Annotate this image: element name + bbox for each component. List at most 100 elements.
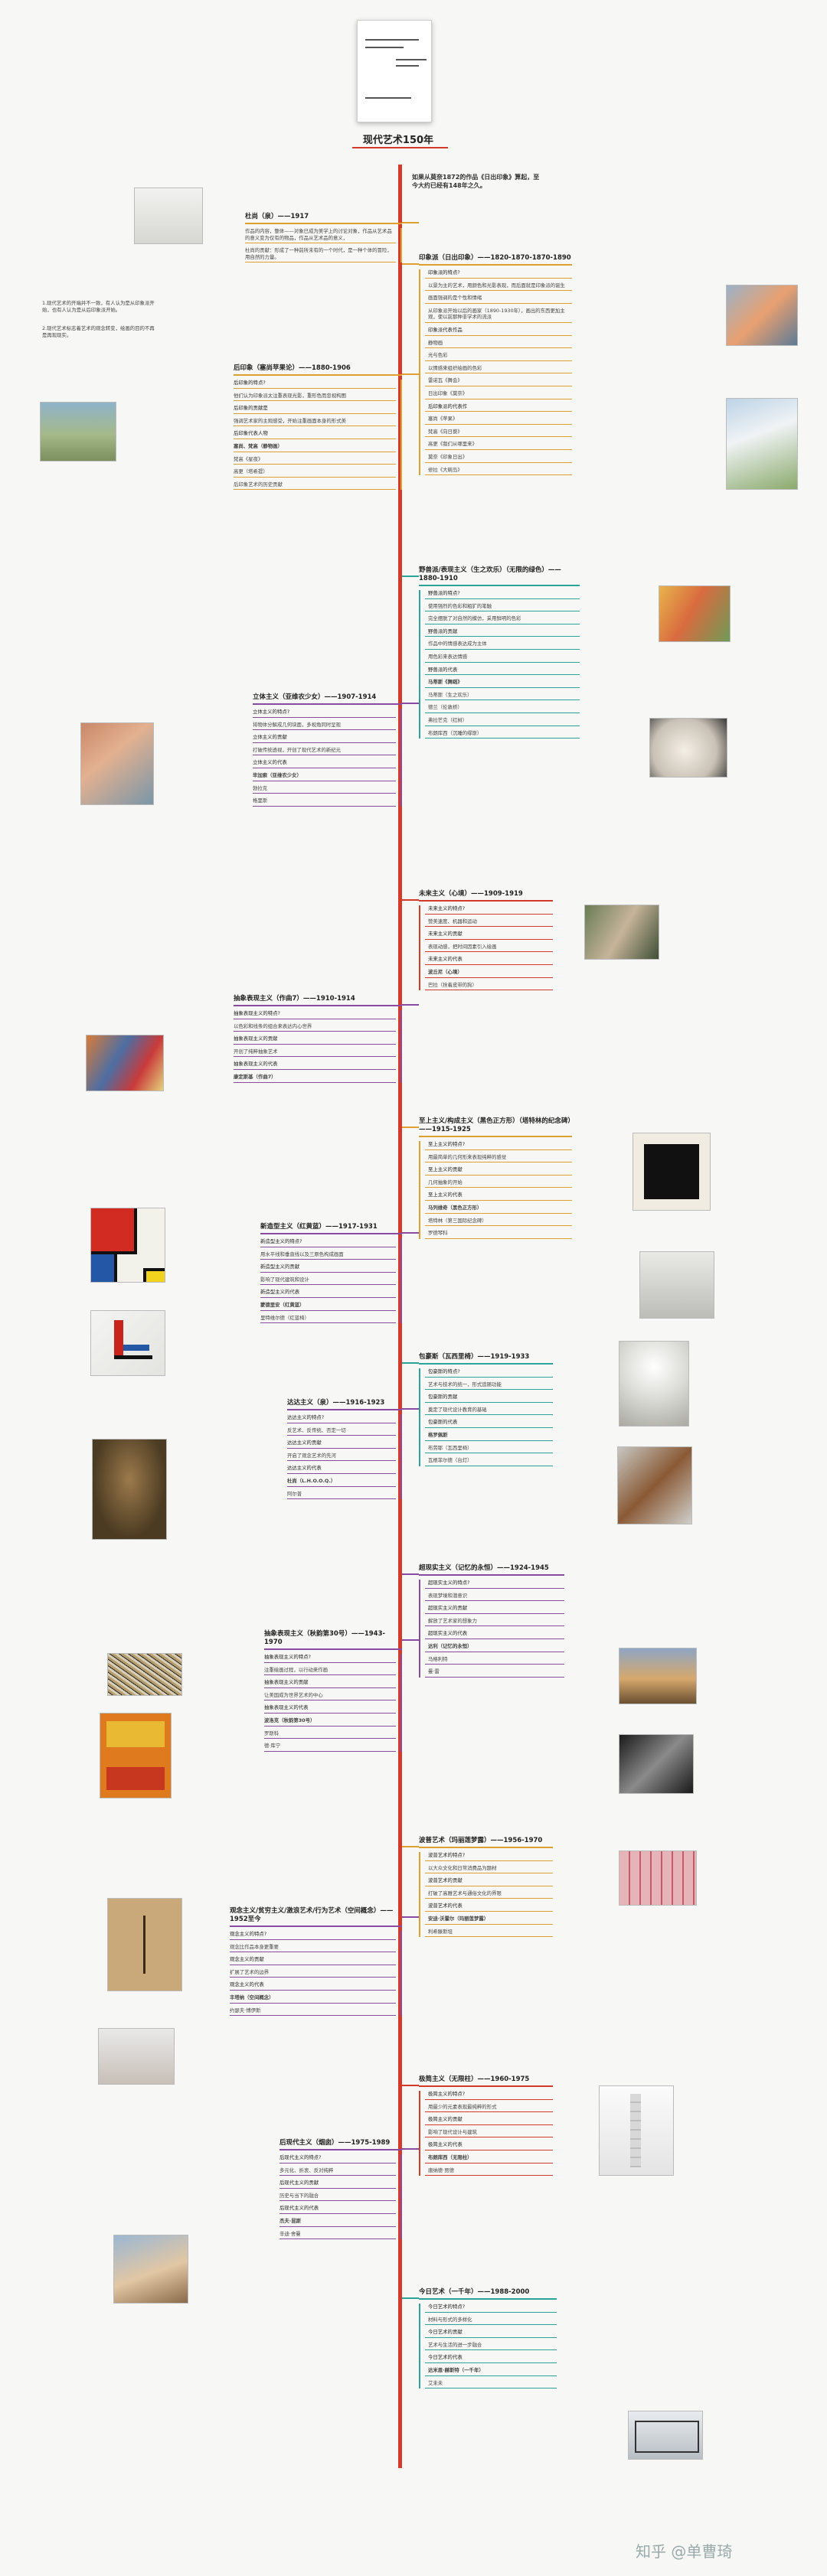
black-square-image	[633, 1133, 711, 1211]
branch-item: 修拉《大碗岛》	[425, 467, 572, 476]
branch-title: 至上主义/构成主义（黑色正方形）（塔特林的纪念碑）——1915-1925	[419, 1117, 572, 1137]
branch-connector	[402, 1408, 419, 1410]
branch-question: 波普艺术的特点?	[425, 1852, 553, 1861]
branch-question: 后现代主义的代表	[279, 2205, 396, 2214]
branch-item: 强调艺术家的主观感受，开始注重画面本身的形式美	[234, 418, 396, 427]
red-yellow-blue-image	[90, 1208, 165, 1283]
branch-question: 观念主义的特点?	[230, 1931, 396, 1940]
branch-title: 立体主义（亚维农少女）——1907-1914	[253, 693, 402, 705]
composition-vii-image	[86, 1035, 164, 1091]
timeline-trunk	[398, 165, 402, 2468]
branch-item: 静物画	[425, 340, 572, 349]
branch-question: 达达主义的特点?	[287, 1414, 396, 1423]
branch-item: 约瑟夫·博伊斯	[230, 2007, 396, 2017]
branch-question: 超现实主义的特点?	[425, 1580, 564, 1589]
branch-17: 今日艺术（一千年）——1988-2000 今日艺术的特点?材料与形式的多样化今日艺…	[402, 2288, 557, 2392]
side-note: 2.现代艺术标志着艺术的观念转变，绘画的目的不再是再现现实。	[42, 325, 155, 338]
watermark: 知乎 @单曹琦	[636, 2542, 733, 2561]
branch-connector	[402, 1846, 419, 1847]
branch-connector	[402, 2085, 419, 2086]
branch-item: 利希滕斯坦	[425, 1929, 553, 1938]
branch-item: 马格利特	[425, 1656, 564, 1665]
branch-item: 毕加索（亚维农少女）	[253, 772, 396, 781]
autumn-rhythm-image	[107, 1653, 182, 1696]
branch-item: 日出印象《莫奈》	[425, 390, 572, 399]
branch-item: 以景为主的艺术，用颜色和光影表现，而后面就是印象派的诞生	[425, 282, 572, 292]
wall-corner-relief-image	[639, 1251, 714, 1319]
branch-item: 塞尚、梵高（静物画）	[234, 443, 396, 452]
branch-title: 波普艺术（玛丽莲梦露）——1956-1970	[419, 1837, 553, 1848]
branch-6: 抽象表现主义（作曲7）——1910-1914 抽象表现主义的特点?以色彩和线条的组…	[234, 995, 419, 1087]
branch-items: 作品的内容，整体——对象已成为美学上的讨论对象，作品从艺术品的意义变为仅有的物品…	[245, 228, 402, 263]
branch-14: 观念主义/贫穷主义/激浪艺术/行为艺术（空间概念）——1952至今观念主义的特点…	[230, 1907, 419, 2020]
spatial-concept-image	[107, 1898, 182, 1991]
branch-item: 光与色彩	[425, 352, 572, 361]
branch-items: 后印象的特点?他们认为印象派太注重表现光影，重形色而忽视构图后印象的贡献是强调艺…	[234, 380, 402, 491]
branch-question: 后印象的特点?	[234, 380, 396, 389]
branch-item: 观念比作品本身更重要	[230, 1944, 396, 1953]
states-of-mind-image	[584, 905, 659, 960]
branch-question: 观念主义的贡献	[230, 1956, 396, 1965]
branch-question: 野兽派的代表	[425, 667, 580, 676]
branch-items: 抽象表现主义的特点?以色彩和线条的组合来表达内心世界抽象表现主义的贡献开创了纯粹…	[234, 1010, 402, 1083]
branch-items: 后现代主义的特点?多元化、折衷、反对纯粹后现代主义的贡献历史与当下的融合后现代主…	[279, 2154, 402, 2240]
branch-title: 达达主义（泉）——1916-1923	[287, 1399, 402, 1410]
branch-item: 用最少的元素表现最纯粹的形式	[425, 2104, 553, 2113]
branch-item: 使用强烈的色彩和粗犷的笔触	[425, 603, 580, 612]
branch-question: 波普艺术的代表	[425, 1903, 553, 1912]
branch-question: 至上主义的特点?	[425, 1141, 572, 1150]
branch-item: 马蒂斯（生之欢乐）	[425, 692, 580, 701]
branch-item: 将物体分解成几何块面，多视角同时呈现	[253, 722, 396, 731]
branch-item: 达米恩·赫斯特（一千年）	[425, 2367, 557, 2376]
branch-question: 今日艺术的代表	[425, 2354, 557, 2363]
branch-title: 后现代主义（烟囱）——1975-1989	[279, 2139, 402, 2150]
branch-item: 几何抽象的开始	[425, 1179, 572, 1189]
branch-question: 包豪斯的贡献	[425, 1394, 553, 1403]
branch-items: 超现实主义的特点?表现梦境和潜意识超现实主义的贡献解放了艺术家的想象力超现实主义…	[419, 1580, 564, 1678]
branch-item: 后印象艺术的历史贡献	[234, 481, 396, 491]
branch-item: 艺术与生活的进一步融合	[425, 2342, 557, 2351]
branch-question: 抽象表现主义的贡献	[264, 1679, 396, 1688]
branch-title: 今日艺术（一千年）——1988-2000	[419, 2288, 557, 2300]
fountain-image	[134, 187, 203, 244]
branch-question: 立体主义的贡献	[253, 734, 396, 743]
branch-item: 康定斯基（作曲7）	[234, 1074, 396, 1083]
branch-items: 今日艺术的特点?材料与形式的多样化今日艺术的贡献艺术与生活的进一步融合今日艺术的…	[419, 2304, 557, 2389]
branch-item: 以情感来组织绘画的色彩	[425, 365, 572, 374]
branch-title: 抽象表现主义（秋韵第30号）——1943-1970	[264, 1630, 402, 1650]
branch-item: 开创了纯粹抽象艺术	[234, 1048, 396, 1058]
branch-question: 未来主义的贡献	[425, 931, 553, 940]
branch-item: 梵高《向日葵》	[425, 429, 572, 438]
branch-item: 达利（记忆的永恒）	[425, 1643, 564, 1652]
branch-title: 印象派（日出印象）——1820-1870-1870-1890	[419, 254, 572, 266]
branch-connector	[402, 373, 419, 375]
branch-question: 至上主义的代表	[425, 1192, 572, 1201]
branch-title: 未来主义（心境）——1909-1919	[419, 890, 553, 902]
branch-item: 波洛克（秋韵第30号）	[264, 1717, 396, 1727]
red-blue-chair-image	[90, 1310, 165, 1376]
branch-items: 抽象表现主义的特点?注重绘画过程，以行动来作画抽象表现主义的贡献让美国成为世界艺…	[264, 1654, 402, 1752]
branch-item: 打破了高雅艺术与通俗文化的界限	[425, 1890, 553, 1899]
branch-title: 新造型主义（红黄蓝）——1917-1931	[260, 1223, 402, 1234]
branch-question: 未来主义的代表	[425, 956, 553, 965]
branch-item: 德·库宁	[264, 1743, 396, 1752]
branch-question: 包豪斯的代表	[425, 1419, 553, 1428]
branch-item: 高更《我们从哪里来》	[425, 441, 572, 450]
branch-question: 印象派的特点?	[425, 269, 572, 279]
branch-item: 用水平线和垂直线以及三原色构成画面	[260, 1251, 396, 1260]
persistence-of-memory-image	[619, 1648, 697, 1704]
branch-connector	[402, 1127, 419, 1128]
branch-connector	[402, 1573, 419, 1575]
branch-question: 极简主义的特点?	[425, 2091, 553, 2100]
branch-title: 抽象表现主义（作曲7）——1910-1914	[234, 995, 402, 1006]
branch-question: 波普艺术的贡献	[425, 1877, 553, 1886]
branch-item: 表现动感，把时间因素引入绘画	[425, 944, 553, 953]
branch-item: 丰塔纳（空间概念）	[230, 1994, 396, 2004]
